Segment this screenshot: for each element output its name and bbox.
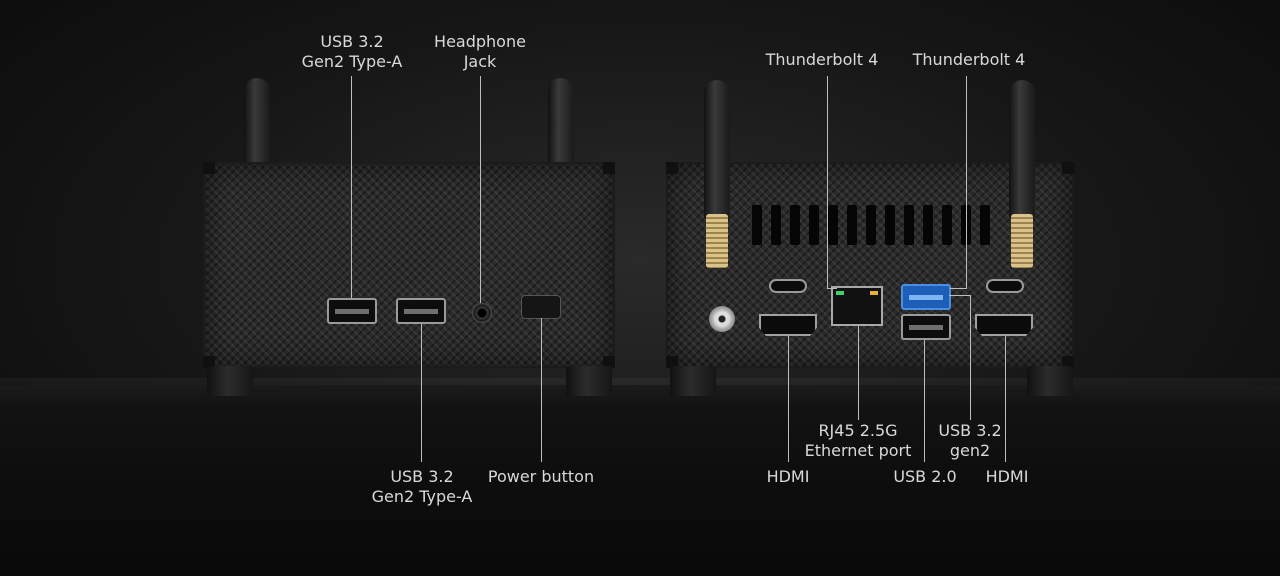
leader-line	[970, 295, 971, 420]
leader-line	[950, 288, 967, 289]
power-button	[521, 295, 561, 319]
leader-line	[480, 76, 481, 303]
front-corner	[203, 162, 215, 174]
leader-line	[827, 288, 837, 289]
vent-slot	[904, 205, 914, 245]
label-usb-front-top: USB 3.2 Gen2 Type-A	[301, 32, 403, 71]
rear-right-antenna-connector	[1011, 214, 1033, 268]
front-corner	[203, 356, 215, 368]
label-power-button: Power button	[487, 467, 595, 486]
floor	[0, 385, 1280, 576]
label-usb-3-2-gen2: USB 3.2 gen2	[938, 421, 1002, 460]
rear-corner	[666, 356, 678, 368]
thunderbolt-port-1	[769, 279, 807, 293]
rj45-led-green	[836, 291, 844, 295]
rj45-led-amber	[870, 291, 878, 295]
headphone-jack-port	[472, 303, 492, 323]
vent-slot	[790, 205, 800, 245]
rear-left-antenna	[704, 80, 730, 220]
vent-slot	[828, 205, 838, 245]
leader-line	[924, 340, 925, 462]
vent-slot	[752, 205, 762, 245]
usb-3-2-gen2-port	[901, 284, 951, 310]
vent-slot	[923, 205, 933, 245]
vent-slot	[942, 205, 952, 245]
rear-foot-left	[670, 366, 716, 396]
front-foot-left	[207, 366, 253, 396]
leader-line	[788, 336, 789, 462]
leader-line	[858, 326, 859, 420]
rear-foot-right	[1027, 366, 1073, 396]
leader-line	[541, 318, 542, 462]
label-headphone-jack: Headphone Jack	[434, 32, 526, 71]
rear-corner	[1062, 356, 1074, 368]
leader-line	[827, 76, 828, 289]
usb-2-0-port	[901, 314, 951, 340]
label-thunderbolt-left: Thunderbolt 4	[765, 50, 879, 69]
leader-line	[949, 295, 971, 296]
front-foot-right	[566, 366, 612, 396]
vent-slot	[885, 205, 895, 245]
leader-line	[966, 76, 967, 288]
vent-slot	[847, 205, 857, 245]
vent-slot	[980, 205, 990, 245]
label-rj45: RJ45 2.5G Ethernet port	[804, 421, 912, 460]
rj45-port	[831, 286, 883, 326]
label-hdmi-left: HDMI	[766, 467, 810, 486]
thunderbolt-port-2	[986, 279, 1024, 293]
hdmi-port-1	[759, 314, 817, 336]
floor-glow	[0, 378, 1280, 408]
dc-power-jack	[709, 306, 735, 332]
front-usb-a-port-1	[327, 298, 377, 324]
front-corner	[603, 356, 615, 368]
leader-line	[1005, 336, 1006, 462]
front-chassis	[203, 162, 615, 368]
front-right-antenna	[548, 78, 574, 168]
vent-slot	[809, 205, 819, 245]
label-usb-front-bottom: USB 3.2 Gen2 Type-A	[371, 467, 473, 506]
rear-left-antenna-connector	[706, 214, 728, 268]
leader-line	[421, 324, 422, 462]
rear-corner	[1062, 162, 1074, 174]
vent-slot	[771, 205, 781, 245]
front-usb-a-port-2	[396, 298, 446, 324]
rear-right-antenna	[1009, 80, 1035, 220]
label-usb-2-0: USB 2.0	[893, 467, 957, 486]
label-hdmi-right: HDMI	[985, 467, 1029, 486]
front-corner	[603, 162, 615, 174]
vent-slot	[866, 205, 876, 245]
label-thunderbolt-right: Thunderbolt 4	[912, 50, 1026, 69]
leader-line	[351, 76, 352, 298]
front-left-antenna	[244, 78, 270, 168]
rear-corner	[666, 162, 678, 174]
hdmi-port-2	[975, 314, 1033, 336]
